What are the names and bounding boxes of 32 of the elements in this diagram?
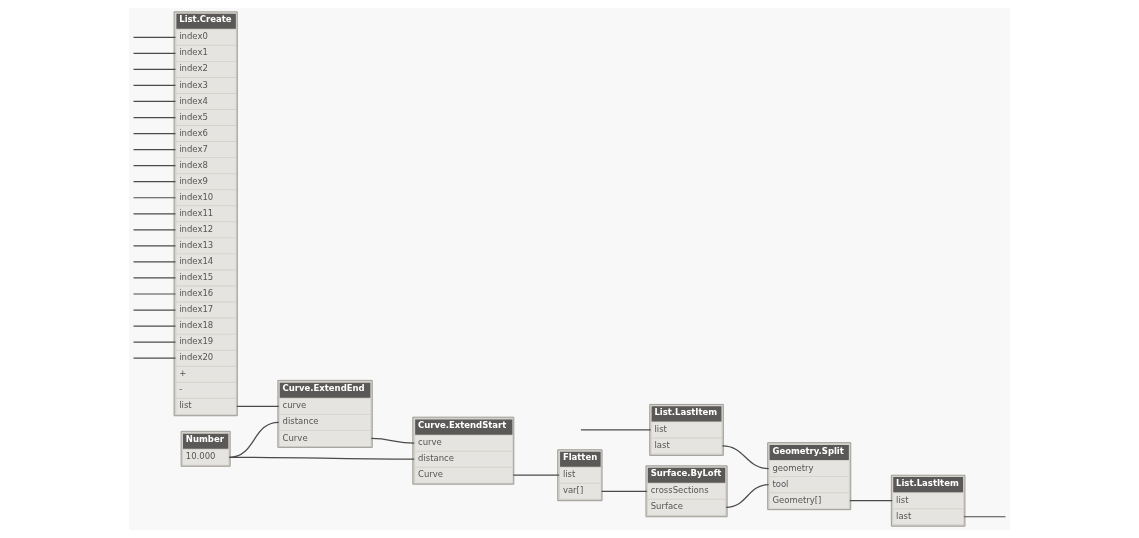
connector xyxy=(725,484,770,508)
connector xyxy=(963,516,1007,518)
connector xyxy=(228,421,280,458)
connector xyxy=(132,68,177,70)
connector xyxy=(132,357,177,359)
connector xyxy=(132,277,177,279)
connector xyxy=(132,341,177,343)
connector xyxy=(132,181,177,183)
connector xyxy=(132,261,177,263)
connector xyxy=(132,325,177,327)
connector xyxy=(132,149,177,151)
connector xyxy=(849,500,893,502)
connector xyxy=(132,293,177,295)
connector xyxy=(132,84,177,87)
connector xyxy=(600,490,648,492)
connector xyxy=(132,197,177,199)
connector xyxy=(721,445,770,470)
connector xyxy=(132,213,177,215)
connector xyxy=(370,437,415,444)
connector xyxy=(132,52,177,54)
connector xyxy=(580,429,652,431)
connector xyxy=(132,165,177,167)
connector xyxy=(512,474,560,476)
connector xyxy=(132,229,177,231)
connector xyxy=(132,100,177,103)
connector xyxy=(132,245,177,247)
connector xyxy=(228,456,415,460)
connector xyxy=(132,309,177,311)
connector xyxy=(132,132,177,135)
connector xyxy=(236,405,280,407)
connector xyxy=(132,116,177,119)
connector xyxy=(132,36,177,38)
